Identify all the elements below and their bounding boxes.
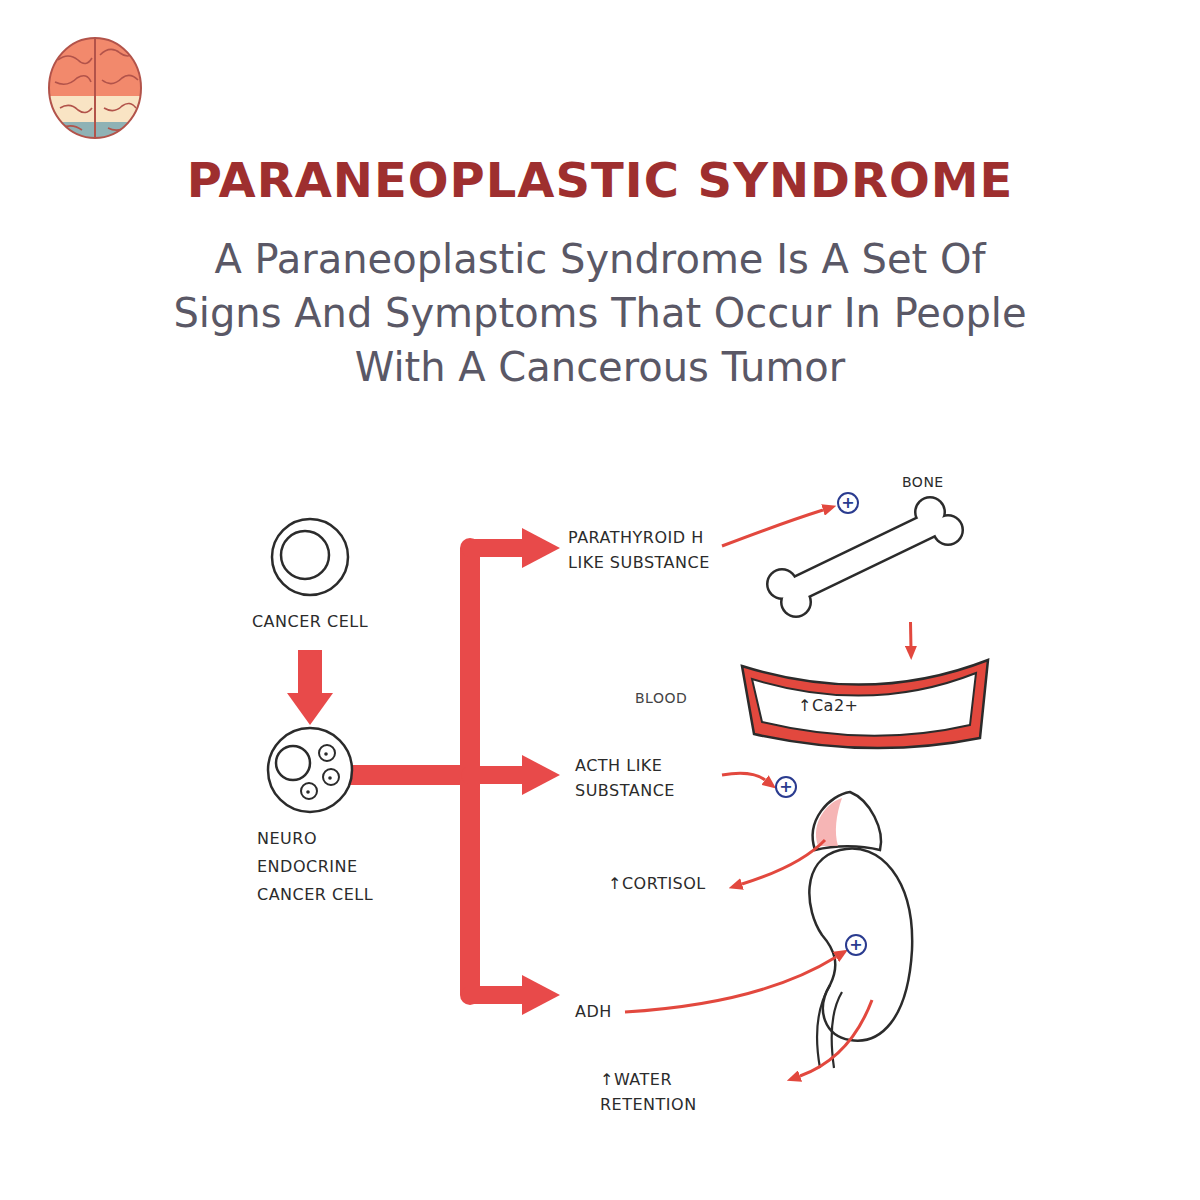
- calcium-level: ↑Ca2+: [798, 694, 888, 719]
- hormone-label: ADH: [575, 1000, 635, 1025]
- plus-sign: +: [846, 935, 866, 955]
- branch-bracket: [350, 548, 525, 995]
- bracket-arrowheads: [522, 528, 560, 1015]
- hormone-label: ACTH LIKE SUBSTANCE: [575, 754, 687, 804]
- plus-sign: +: [776, 777, 796, 797]
- organ-label: BLOOD: [635, 688, 725, 710]
- blood-vessel: BLOOD ↑Ca2+: [630, 660, 1000, 755]
- bone-drawing: BONE: [760, 472, 975, 622]
- brain-logo: [45, 34, 145, 142]
- cell-label: CANCER CELL: [235, 610, 385, 635]
- flow-arrow: [909, 622, 912, 646]
- organ-label: BONE: [902, 472, 972, 494]
- diagram-title: PARANEOPLASTIC SYNDROME: [50, 152, 1150, 208]
- neuroendocrine-cell: NEURO ENDOCRINE CANCER CELL: [225, 725, 395, 940]
- plus-sign: +: [838, 493, 858, 513]
- diagram-subtitle: A Paraneoplastic Syndrome Is A Set Of Si…: [162, 232, 1038, 394]
- hormone-label: PARATHYROID H LIKE SUBSTANCE: [568, 526, 718, 576]
- cell-label: NEURO ENDOCRINE CANCER CELL: [257, 825, 392, 909]
- effect-label: ↑CORTISOL: [608, 872, 738, 897]
- node-outline: [760, 472, 975, 622]
- block-arrow: [298, 650, 322, 693]
- effect-label: ↑WATER RETENTION: [600, 1068, 712, 1118]
- cancer-cell: CANCER CELL: [235, 515, 385, 650]
